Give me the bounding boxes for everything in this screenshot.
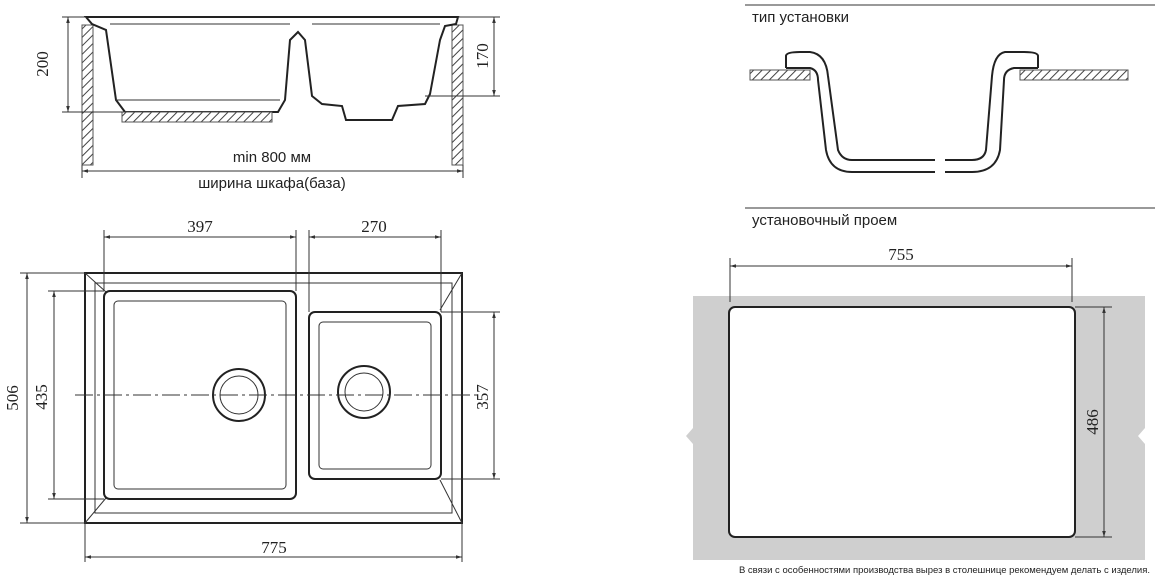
cabinet-min-label: min 800 мм	[233, 149, 311, 166]
mounting-title: тип установки	[752, 9, 849, 26]
dim-486-label: 486	[1083, 409, 1102, 435]
dim-755-label: 755	[888, 245, 914, 264]
sink-side-profile	[83, 16, 460, 121]
countertop-left	[749, 69, 811, 81]
dim-200-label: 200	[33, 51, 52, 77]
cabinet-width-label: ширина шкафа(база)	[198, 175, 346, 192]
dim-170-label: 170	[473, 43, 492, 69]
side-view: 200 170 min 800 мм ширина шкафа(база)	[33, 16, 500, 192]
cutout-opening	[728, 306, 1076, 538]
cutout-title: установочный проем	[752, 212, 897, 229]
sink-outline	[84, 272, 463, 524]
dim-270-label: 270	[361, 217, 387, 236]
top-view: 397 270 506 435 357 775	[3, 217, 500, 562]
dim-435-label: 435	[32, 384, 51, 410]
countertop-right	[1019, 69, 1129, 81]
cabinet-wall-left	[81, 24, 94, 166]
dim-775-label: 775	[261, 538, 287, 557]
cabinet-wall-right	[451, 24, 464, 166]
drain-small	[337, 365, 391, 419]
dim-506-label: 506	[3, 385, 22, 411]
cutout: установочный проем 755 486 В связи с осо…	[686, 207, 1155, 576]
dim-357-label: 357	[473, 384, 492, 410]
dim-397-label: 397	[187, 217, 213, 236]
sink-base-ribs	[121, 111, 273, 123]
mounting-type: тип установки	[745, 4, 1155, 173]
cutout-note: В связи с особенностями производства выр…	[739, 565, 1150, 576]
